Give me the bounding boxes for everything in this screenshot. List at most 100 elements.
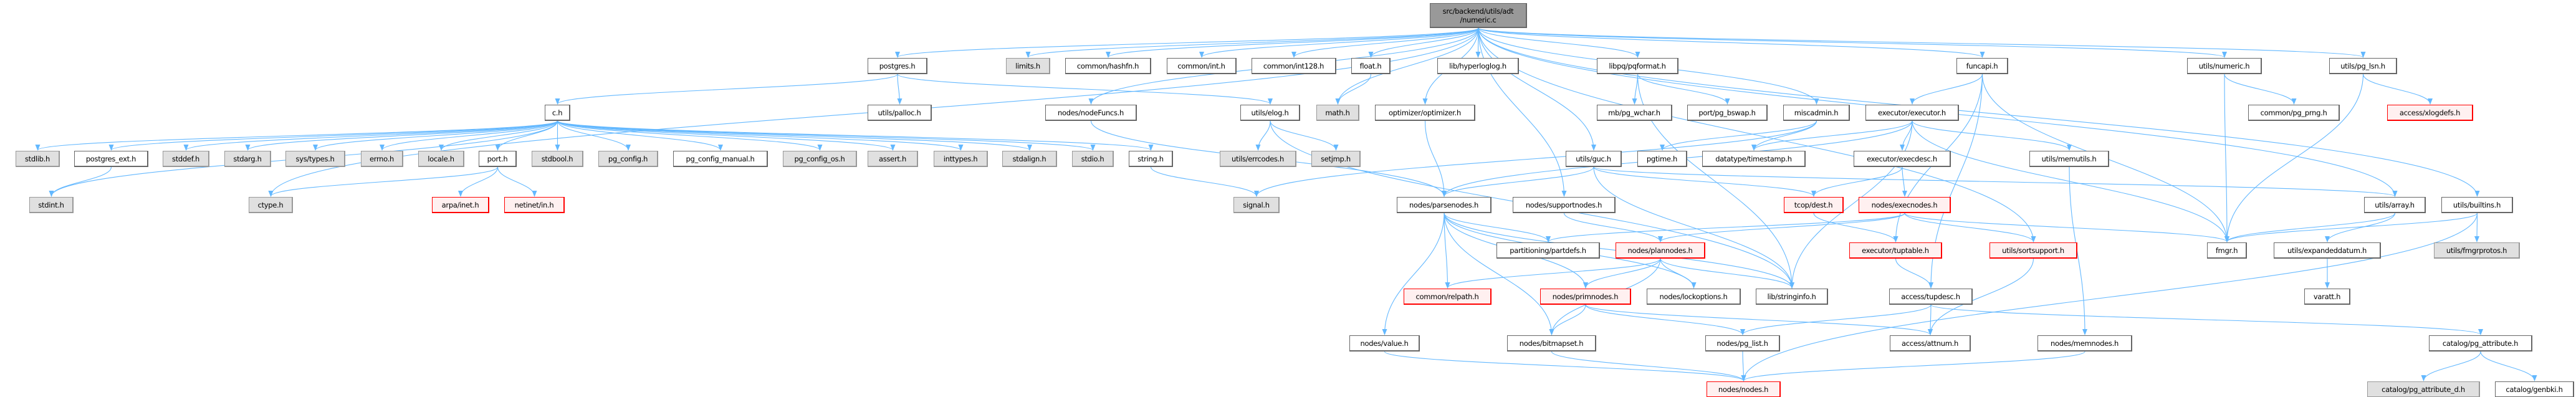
node-nodes-pg-list-h[interactable]: nodes/pg_list.h <box>1705 335 1780 352</box>
node-catalog-pg-attribute-h[interactable]: catalog/pg_attribute.h <box>2429 335 2532 352</box>
node-utils-builtins-h[interactable]: utils/builtins.h <box>2441 197 2513 213</box>
node-catalog-genbki-h[interactable]: catalog/genbki.h <box>2495 381 2574 397</box>
node-funcapi-h[interactable]: funcapi.h <box>1956 58 2008 74</box>
node-executor-execdesc-h[interactable]: executor/execdesc.h <box>1854 151 1951 167</box>
node-label: stdio.h <box>1081 154 1104 163</box>
node-pgtime-h[interactable]: pgtime.h <box>1637 151 1687 167</box>
node-utils-errcodes-h[interactable]: utils/errcodes.h <box>1220 151 1296 167</box>
node-string-h[interactable]: string.h <box>1129 151 1173 167</box>
node-utils-memutils-h[interactable]: utils/memutils.h <box>2029 151 2109 167</box>
edge-root-to-common-int-h <box>1199 27 1479 58</box>
node-executor-tuptable-h[interactable]: executor/tuptable.h <box>1849 242 1942 259</box>
node-locale-h[interactable]: locale.h <box>418 151 464 167</box>
node-miscadmin-h[interactable]: miscadmin.h <box>1783 105 1850 121</box>
node-stdbool-h[interactable]: stdbool.h <box>532 151 583 167</box>
node-label: common/pg_prng.h <box>2260 108 2327 117</box>
node-label: setjmp.h <box>1321 154 1351 163</box>
node-utils-palloc-h[interactable]: utils/palloc.h <box>868 105 932 121</box>
node-lib-hyperloglog-h[interactable]: lib/hyperloglog.h <box>1437 58 1519 74</box>
node-fmgr-h[interactable]: fmgr.h <box>2207 242 2247 259</box>
node-port-h[interactable]: port.h <box>479 151 517 167</box>
edge-c-h-to-stdalign-h <box>557 120 1032 151</box>
node-nodes-value-h[interactable]: nodes/value.h <box>1349 335 1420 352</box>
node-partitioning-partdefs-h[interactable]: partitioning/partdefs.h <box>1496 242 1600 259</box>
node-common-relpath-h[interactable]: common/relpath.h <box>1404 289 1491 305</box>
node-math-h[interactable]: math.h <box>1316 105 1359 121</box>
node-setjmp-h[interactable]: setjmp.h <box>1311 151 1361 167</box>
node-c-h[interactable]: c.h <box>545 105 570 121</box>
node-stdarg-h[interactable]: stdarg.h <box>224 151 271 167</box>
edge-access-tupdesc-h-to-nodes-pg-list-h <box>1740 304 1932 335</box>
node-label: locale.h <box>428 154 454 163</box>
node-utils-fmgrprotos-h[interactable]: utils/fmgrprotos.h <box>2434 242 2520 259</box>
edge-port-h-to-netinet-in-h <box>497 166 537 197</box>
node-utils-numeric-h[interactable]: utils/numeric.h <box>2187 58 2262 74</box>
node-nodes-supportnodes-h[interactable]: nodes/supportnodes.h <box>1513 197 1616 213</box>
node-postgres-ext-h[interactable]: postgres_ext.h <box>74 151 148 167</box>
node-errno-h[interactable]: errno.h <box>361 151 403 167</box>
node-sys-types-h[interactable]: sys/types.h <box>285 151 345 167</box>
node-nodes-plannodes-h[interactable]: nodes/plannodes.h <box>1616 242 1705 259</box>
node-pg-config-h[interactable]: pg_config.h <box>598 151 658 167</box>
node-utils-expandeddatum-h[interactable]: utils/expandeddatum.h <box>2274 242 2381 259</box>
node-nodes-execnodes-h[interactable]: nodes/execnodes.h <box>1859 197 1951 213</box>
node-executor-executor-h[interactable]: executor/executor.h <box>1865 105 1959 121</box>
node-varatt-h[interactable]: varatt.h <box>2304 289 2350 305</box>
node-arpa-inet-h[interactable]: arpa/inet.h <box>432 197 489 213</box>
node-label: nodes/memnodes.h <box>2051 338 2119 348</box>
node-lib-stringinfo-h[interactable]: lib/stringinfo.h <box>1756 289 1828 305</box>
node-pg-config-manual-h[interactable]: pg_config_manual.h <box>673 151 768 167</box>
node-pg-config-os-h[interactable]: pg_config_os.h <box>783 151 857 167</box>
node-nodes-primnodes-h[interactable]: nodes/primnodes.h <box>1540 289 1631 305</box>
node-nodes-lockoptions-h[interactable]: nodes/lockoptions.h <box>1647 289 1741 305</box>
edge-executor-executor-h-to-datatype-timestamp-h <box>1751 120 1913 151</box>
node-mb-pg-wchar-h[interactable]: mb/pg_wchar.h <box>1597 105 1672 121</box>
node-nodes-nodefuncs-h[interactable]: nodes/nodeFuncs.h <box>1045 105 1137 121</box>
node-stdint-h[interactable]: stdint.h <box>29 197 74 213</box>
node-libpq-pqformat-h[interactable]: libpq/pqformat.h <box>1597 58 1678 74</box>
edge-c-h-to-assert-h <box>557 120 896 151</box>
node-utils-array-h[interactable]: utils/array.h <box>2364 197 2426 213</box>
node-nodes-memnodes-h[interactable]: nodes/memnodes.h <box>2037 335 2132 352</box>
node-utils-elog-h[interactable]: utils/elog.h <box>1240 105 1300 121</box>
node-catalog-pg-attribute-d-h[interactable]: catalog/pg_attribute_d.h <box>2367 381 2480 397</box>
node-assert-h[interactable]: assert.h <box>868 151 918 167</box>
node-stdlib-h[interactable]: stdlib.h <box>16 151 60 167</box>
node-inttypes-h[interactable]: inttypes.h <box>934 151 988 167</box>
node-label: lib/stringinfo.h <box>1767 292 1816 301</box>
node-common-int128-h[interactable]: common/int128.h <box>1252 58 1336 74</box>
node-signal-h[interactable]: signal.h <box>1233 197 1280 213</box>
node-stdalign-h[interactable]: stdalign.h <box>1002 151 1057 167</box>
edge-catalog-pg-attribute-h-to-catalog-pg-attribute-d-h <box>2421 351 2481 381</box>
node-access-xlogdefs-h[interactable]: access/xlogdefs.h <box>2387 105 2473 121</box>
node-utils-pg-lsn-h[interactable]: utils/pg_lsn.h <box>2329 58 2397 74</box>
node-common-hashfn-h[interactable]: common/hashfn.h <box>1065 58 1151 74</box>
node-nodes-bitmapset-h[interactable]: nodes/bitmapset.h <box>1507 335 1596 352</box>
edge-nodes-bitmapset-h-to-nodes-nodes-h <box>1551 351 1746 381</box>
node-nodes-parsenodes-h[interactable]: nodes/parsenodes.h <box>1397 197 1491 213</box>
node-common-pg-prng-h[interactable]: common/pg_prng.h <box>2248 105 2340 121</box>
node-datatype-timestamp-h[interactable]: datatype/timestamp.h <box>1702 151 1806 167</box>
node-access-tupdesc-h[interactable]: access/tupdesc.h <box>1889 289 1973 305</box>
node-float-h[interactable]: float.h <box>1351 58 1391 74</box>
node-ctype-h[interactable]: ctype.h <box>249 197 293 213</box>
node-limits-h[interactable]: limits.h <box>1006 58 1050 74</box>
node-nodes-nodes-h[interactable]: nodes/nodes.h <box>1707 381 1781 397</box>
node-label: stdint.h <box>38 200 64 209</box>
node-postgres-h[interactable]: postgres.h <box>868 58 927 74</box>
edge-miscadmin-h-to-pgtime-h <box>1660 120 1817 151</box>
node-tcop-dest-h[interactable]: tcop/dest.h <box>1784 197 1844 213</box>
node-optimizer-optimizer-h[interactable]: optimizer/optimizer.h <box>1375 105 1475 121</box>
node-utils-guc-h[interactable]: utils/guc.h <box>1566 151 1622 167</box>
edge-root-to-utils-guc-h <box>1478 27 1596 151</box>
node-label: pgtime.h <box>1646 154 1678 163</box>
edge-root-to-utils-builtins-h <box>1478 27 2480 197</box>
node-stddef-h[interactable]: stddef.h <box>163 151 209 167</box>
node-common-int-h[interactable]: common/int.h <box>1167 58 1237 74</box>
node-utils-sortsupport-h[interactable]: utils/sortsupport.h <box>1989 242 2077 259</box>
node-access-attnum-h[interactable]: access/attnum.h <box>1890 335 1971 352</box>
node-label: optimizer/optimizer.h <box>1388 108 1462 117</box>
node-port-pg-bswap-h[interactable]: port/pg_bswap.h <box>1687 105 1768 121</box>
node-stdio-h[interactable]: stdio.h <box>1072 151 1114 167</box>
node-netinet-in-h[interactable]: netinet/in.h <box>504 197 565 213</box>
